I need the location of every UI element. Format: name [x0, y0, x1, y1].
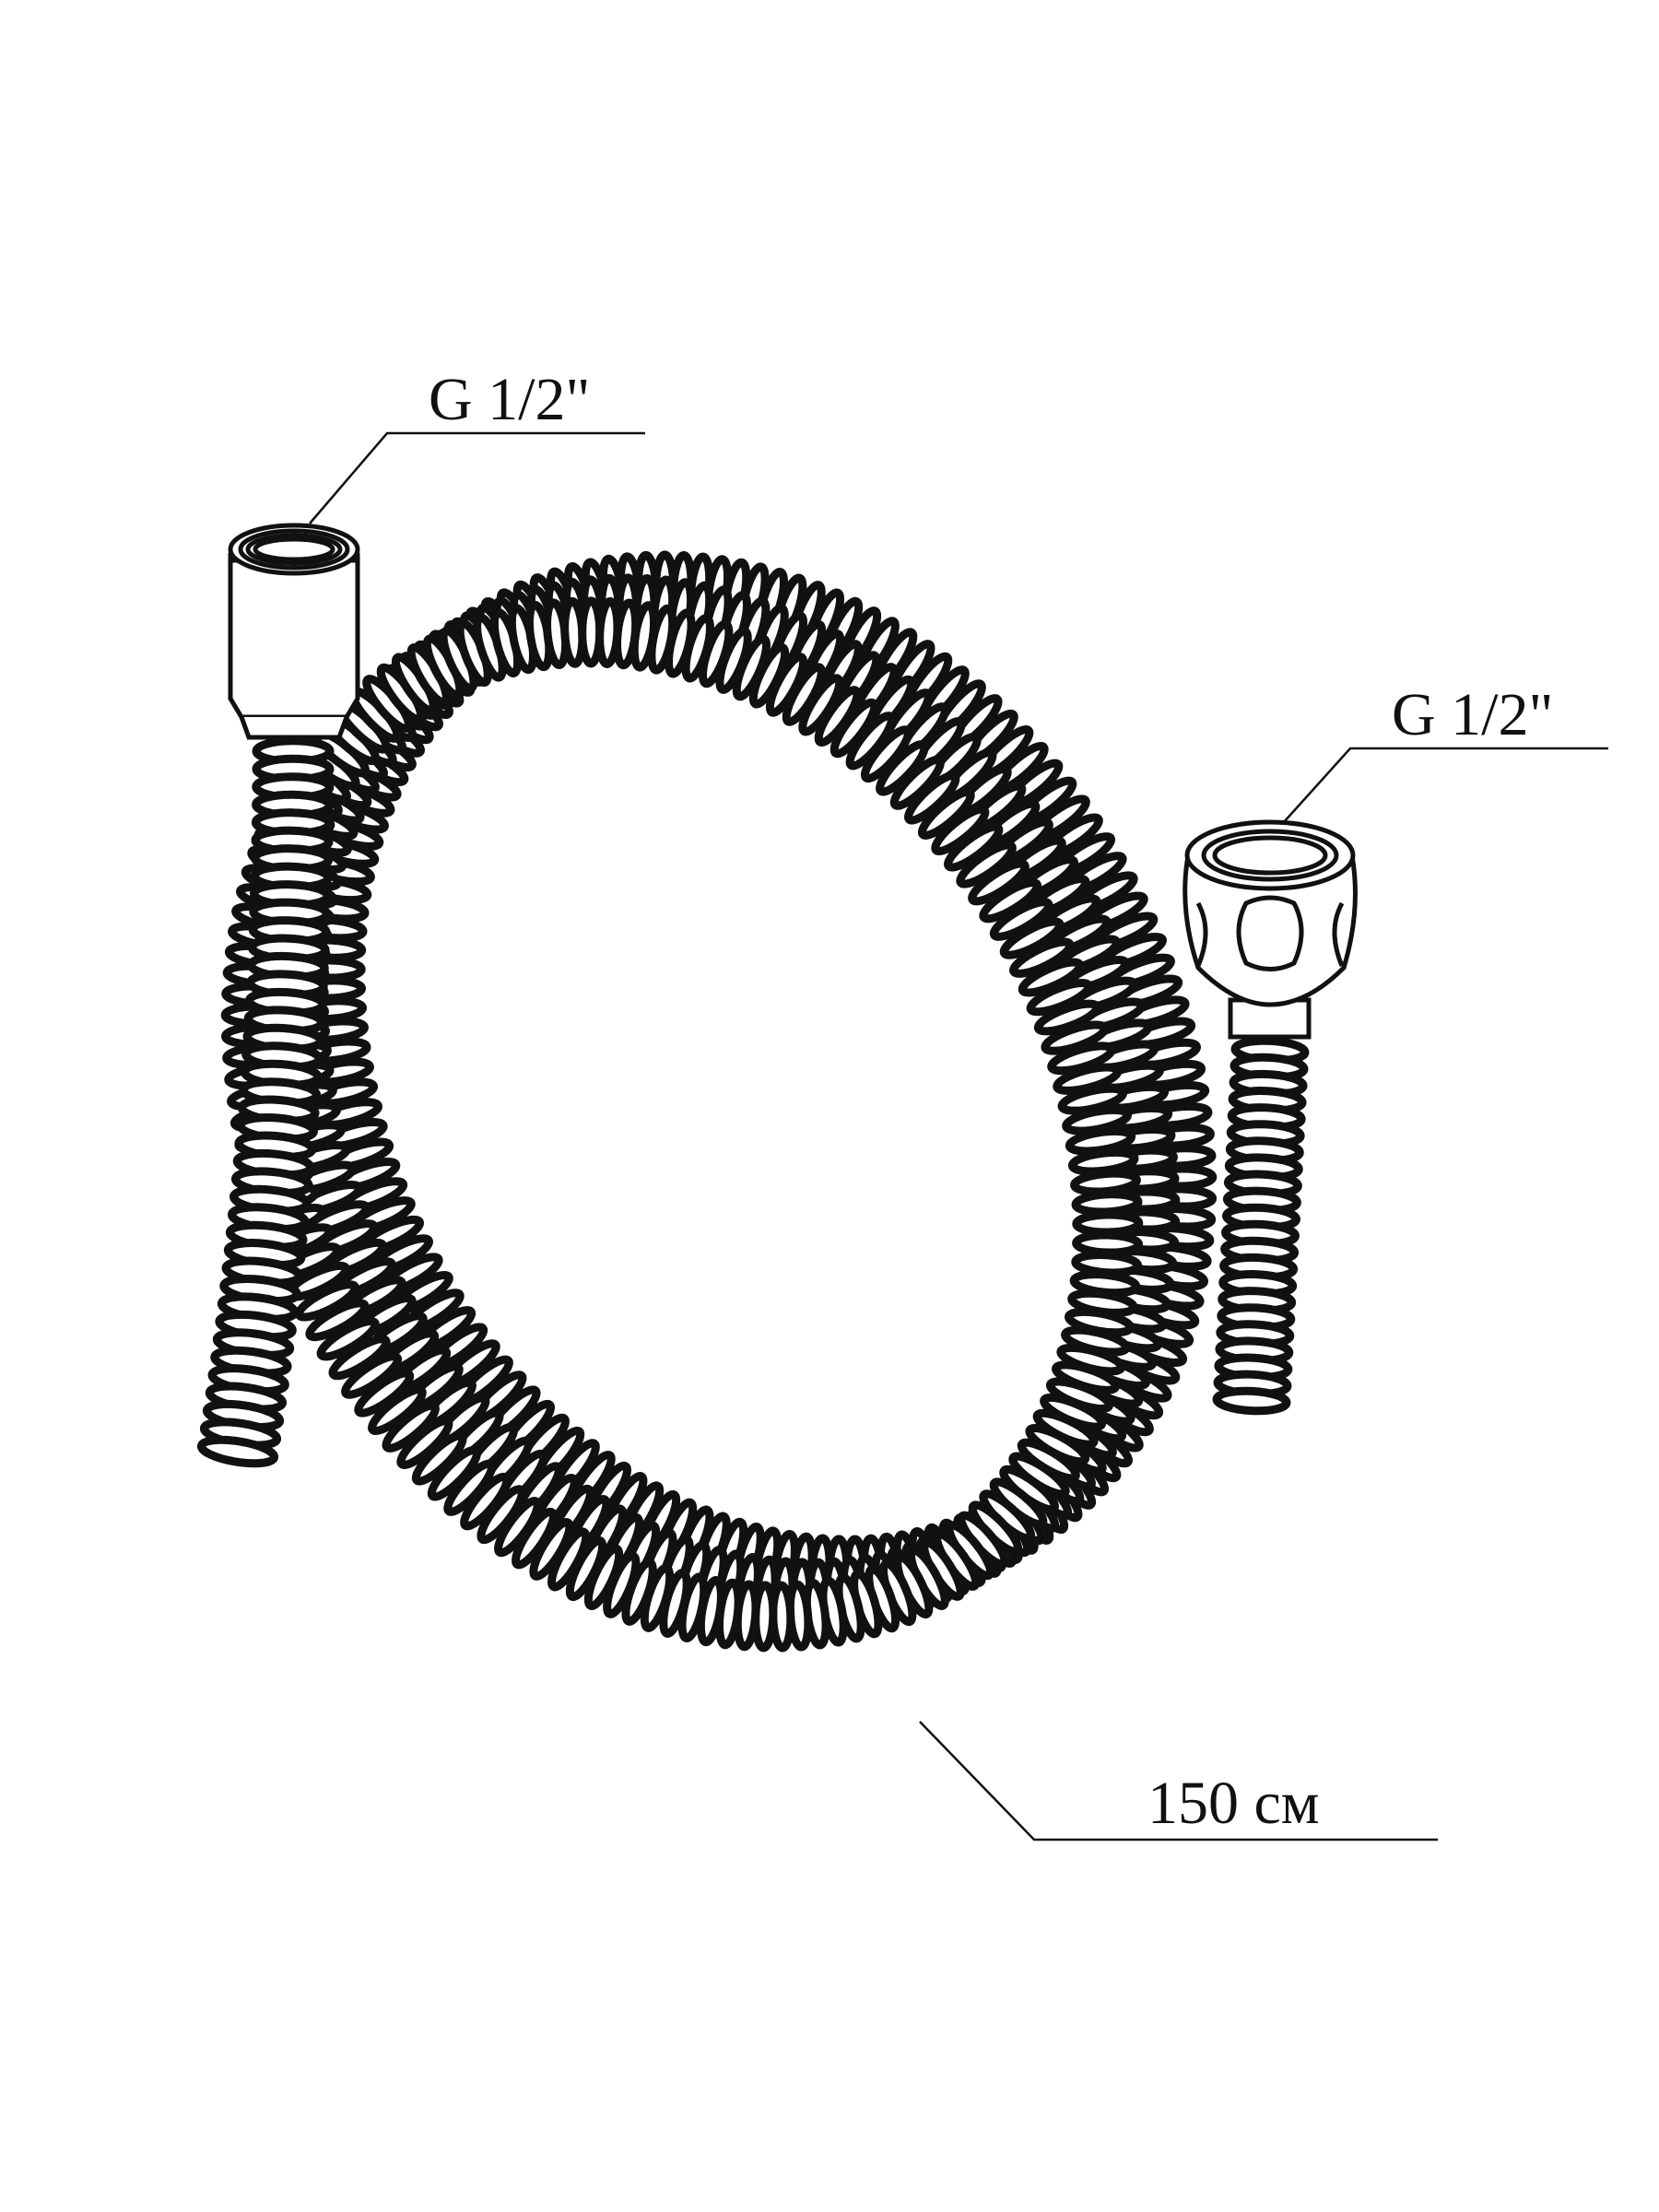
hose-ring: [1072, 1230, 1144, 1257]
right-hose-lead: [1212, 1036, 1310, 1416]
leader-line-length: [919, 1721, 1438, 1841]
hose-ring: [1009, 937, 1075, 978]
hose-ring: [979, 878, 1042, 924]
hose-ring: [341, 1352, 403, 1399]
leader-lines: [309, 431, 1608, 1841]
hose-ring: [1026, 978, 1093, 1017]
right-nut-fitting: [1182, 819, 1358, 1040]
hose-ring: [999, 917, 1065, 959]
hose-ring: [956, 841, 1017, 888]
hose-ring: [316, 1316, 380, 1361]
leader-line-right: [1282, 747, 1608, 824]
hose-coil: [220, 550, 1218, 1653]
hose-ring: [305, 1299, 370, 1342]
left-hose-lead: [196, 736, 335, 1468]
hose-ring: [1212, 1386, 1291, 1416]
hose-ring: [1072, 1210, 1144, 1237]
hose-ring: [328, 1335, 391, 1381]
hose-ring: [294, 1280, 359, 1322]
left-thread-label: G 1/2": [429, 366, 590, 433]
right-thread-label: G 1/2": [1392, 681, 1553, 748]
hose-ring: [1018, 958, 1085, 997]
left-cone-fitting: [228, 523, 360, 740]
hose-ring: [968, 859, 1030, 906]
hose-ring: [1071, 1190, 1143, 1217]
hose-ring: [989, 898, 1053, 941]
leader-line-left: [309, 431, 645, 524]
hose-ring: [196, 1435, 279, 1468]
hose-length-label: 150 см: [1147, 1770, 1320, 1837]
